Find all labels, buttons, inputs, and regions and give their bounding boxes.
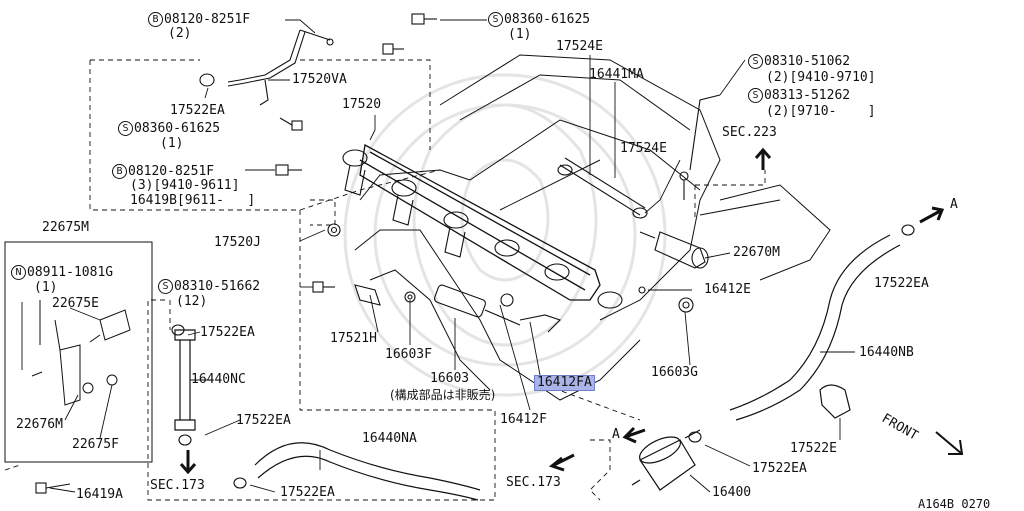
part-label-16440NC: 16440NC (191, 372, 246, 387)
hose-clamps (171, 224, 915, 489)
part-label-16603: 16603 (430, 371, 470, 386)
bolt-symbol-icon: B (112, 164, 127, 179)
qty-date-label: (2)[9410-9710] (766, 70, 876, 85)
arrow-label-a-top: A (950, 197, 958, 212)
fuel-hoses (174, 234, 901, 501)
part-label-17520VA: 17520VA (292, 72, 347, 87)
screw-symbol-icon: S (748, 88, 763, 103)
part-label-16419A: 16419A (76, 487, 123, 502)
part-label-16400: 16400 (712, 485, 752, 500)
clamp-17522E (819, 384, 851, 419)
not-sold-separately-note: (構成部品は非販売) (390, 388, 496, 402)
part-label-17522EA: 17522EA (170, 103, 225, 118)
part-label-16441MA: 16441MA (589, 67, 644, 82)
leader-lines (21, 19, 855, 493)
part-label-22670M: 22670M (733, 245, 780, 260)
engine-block (354, 54, 831, 401)
drawing-code: A164B 0270 (918, 497, 991, 511)
injector-ports (342, 149, 623, 309)
bolt-symbol-icon: B (148, 12, 163, 27)
part-label-17522EA-lower: 17522EA (236, 413, 291, 428)
screw-symbol-icon: S (748, 54, 763, 69)
part-label-22675E: 22675E (52, 296, 99, 311)
direction-arrows (179, 147, 964, 475)
section-ref-173-mid: SEC.173 (506, 475, 561, 490)
qty-date-label: (3)[9410-9611] (130, 178, 240, 193)
fuel-rail (359, 143, 601, 301)
nut-symbol-icon: N (11, 265, 26, 280)
part-label-16412F: 16412F (500, 412, 547, 427)
dashed-boundaries (4, 59, 766, 501)
regulator-parts (199, 29, 721, 269)
part-label-16419B: 16419B[9611- ] (130, 193, 256, 208)
screw-symbol-icon: S (488, 12, 503, 27)
section-ref-223: SEC.223 (722, 125, 777, 140)
part-label-17522E: 17522E (790, 441, 837, 456)
part-label-22675F: 22675F (72, 437, 119, 452)
part-label-17522EA-bottom: 17522EA (280, 485, 335, 500)
part-label-17521H: 17521H (330, 331, 377, 346)
qty-date-label: (2)[9710- ] (766, 104, 876, 119)
qty-label: (12) (176, 294, 208, 309)
watermark-seal (343, 73, 667, 397)
part-label-17522EA-bottom-right: 17522EA (752, 461, 807, 476)
part-label-16440NA: 16440NA (362, 431, 417, 446)
part-label-17522EA-mid: 17522EA (200, 325, 255, 340)
qty-label: (1) (508, 27, 532, 42)
qty-label: (1) (160, 136, 184, 151)
part-label-16440NB: 16440NB (859, 345, 914, 360)
part-label-16603G: 16603G (651, 365, 698, 380)
part-label-17520J: 17520J (214, 235, 261, 250)
part-label-17522EA-right: 17522EA (874, 276, 929, 291)
part-label-22675M: 22675M (42, 220, 89, 235)
part-label-16603F: 16603F (385, 347, 432, 362)
fuel-filter (631, 429, 701, 491)
part-label-17524E-right: 17524E (620, 141, 667, 156)
bolts (35, 13, 694, 494)
inset-box (4, 241, 153, 463)
screw-symbol-icon: S (118, 121, 133, 136)
section-ref-173-left: SEC.173 (150, 478, 205, 493)
qty-label: (2) (168, 26, 192, 41)
injector-assembly (354, 284, 562, 333)
screw-symbol-icon: S (158, 279, 173, 294)
part-label-16412E: 16412E (704, 282, 751, 297)
part-label-17520: 17520 (342, 97, 382, 112)
qty-label: (1) (34, 280, 58, 295)
part-label-16412FA-highlighted[interactable]: 16412FA (534, 375, 595, 391)
part-label-22676M: 22676M (16, 417, 63, 432)
arrow-label-a-bottom: A (612, 427, 620, 442)
part-label-17524E: 17524E (556, 39, 603, 54)
